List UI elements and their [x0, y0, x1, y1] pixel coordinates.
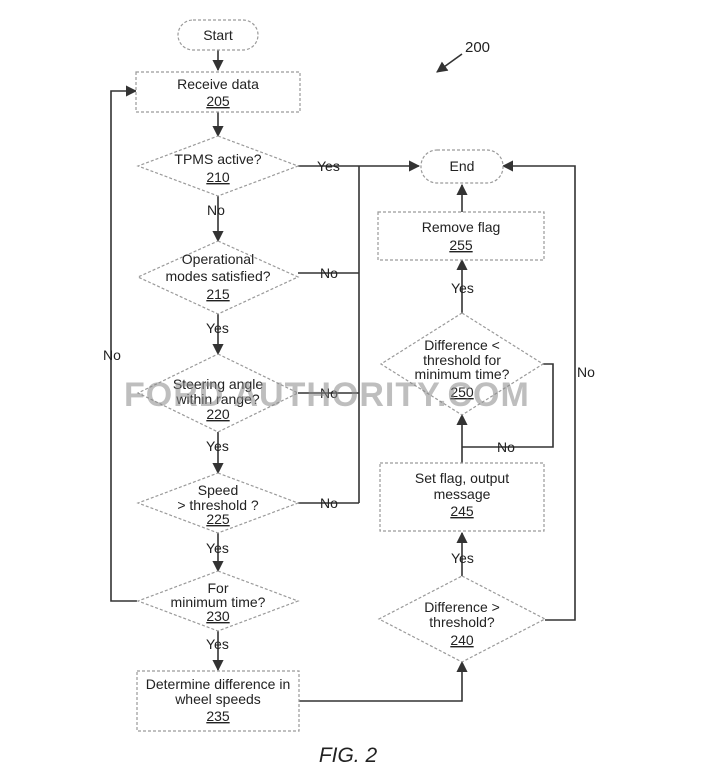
node-end-label: End	[450, 158, 475, 174]
edge-label-230-yes: Yes	[206, 636, 229, 652]
watermark-text: FORD AUTHORITY.COM	[124, 376, 530, 414]
node-240-number: 240	[450, 632, 474, 648]
reference-arrow	[436, 53, 463, 73]
edge-label-215-yes: Yes	[206, 320, 229, 336]
node-225-label-1: Speed	[198, 482, 238, 498]
node-220-label-1: Steering angle	[173, 376, 264, 392]
node-235-label-2: wheel speeds	[174, 691, 261, 707]
node-210-label: TPMS active?	[174, 151, 261, 167]
node-240: Difference > threshold? 240	[377, 575, 547, 663]
edge-235-240	[299, 660, 468, 702]
node-215-label-1: Operational	[182, 251, 254, 267]
edge-label-225-no: No	[320, 495, 338, 511]
node-215-label-2: modes satisfied?	[165, 268, 270, 284]
node-245-label-1: Set flag, output	[415, 470, 509, 486]
edge-label-215-no: No	[320, 265, 338, 281]
node-start-label: Start	[203, 27, 233, 43]
edge-label-250-yes: Yes	[451, 280, 474, 296]
edge-230-205-loop	[110, 85, 138, 602]
edge-label-225-yes: Yes	[206, 540, 229, 556]
node-220-label-2: within range?	[175, 391, 259, 407]
node-215: Operational modes satisfied? 215	[136, 240, 300, 315]
node-245-number: 245	[450, 503, 474, 519]
edge-240-end	[501, 160, 576, 621]
node-250-label-1: Difference <	[424, 337, 500, 353]
node-end: End	[420, 149, 504, 184]
figure-caption: FIG. 2	[319, 744, 378, 767]
node-240-label-1: Difference >	[424, 599, 500, 615]
node-245: Set flag, output message 245	[379, 462, 545, 532]
node-240-label-2: threshold?	[429, 614, 495, 630]
node-225-number: 225	[206, 511, 230, 527]
node-245-label-2: message	[434, 486, 491, 502]
node-220: Steering angle within range? 220	[136, 353, 300, 433]
node-230-label-1: For	[208, 580, 229, 596]
edge-label-250-no: No	[497, 439, 515, 455]
node-205-label: Receive data	[177, 76, 259, 92]
node-230-number: 230	[206, 608, 230, 624]
node-start: Start	[177, 19, 259, 51]
node-235-label-1: Determine difference in	[146, 676, 290, 692]
node-225-label-2: > threshold ?	[177, 497, 259, 513]
node-230: For minimum time? 230	[136, 570, 300, 632]
node-210: TPMS active? 210	[136, 135, 300, 197]
edge-label-220-no: No	[320, 385, 338, 401]
node-220-number: 220	[206, 406, 230, 422]
edges	[110, 50, 576, 702]
edge-label-240-no: No	[577, 364, 595, 380]
node-255-number: 255	[449, 237, 473, 253]
node-255: Remove flag 255	[377, 211, 545, 261]
node-255-label: Remove flag	[422, 219, 501, 235]
node-225: Speed > threshold ? 225	[136, 472, 300, 534]
node-205-number: 205	[206, 93, 230, 109]
node-250-label-2: threshold for	[423, 352, 501, 368]
edge-label-210-yes: Yes	[317, 158, 340, 174]
node-230-label-2: minimum time?	[171, 594, 266, 610]
node-250-number: 250	[450, 384, 474, 400]
node-250: Difference < threshold for minimum time?…	[379, 312, 545, 416]
edge-labels: Yes No No Yes No Yes No Yes Yes No Yes N…	[103, 158, 595, 652]
node-210-number: 210	[206, 169, 230, 185]
edge-label-230-no: No	[103, 347, 121, 363]
node-205: Receive data 205	[135, 71, 301, 113]
edge-250-loop	[462, 363, 554, 448]
node-235-number: 235	[206, 708, 230, 724]
edge-label-210-no: No	[207, 202, 225, 218]
node-215-number: 215	[206, 286, 230, 302]
figure-reference-number: 200	[465, 39, 490, 56]
node-250-label-3: minimum time?	[415, 366, 510, 382]
edge-label-240-yes: Yes	[451, 550, 474, 566]
edge-label-220-yes: Yes	[206, 438, 229, 454]
node-235: Determine difference in wheel speeds 235	[136, 670, 300, 732]
